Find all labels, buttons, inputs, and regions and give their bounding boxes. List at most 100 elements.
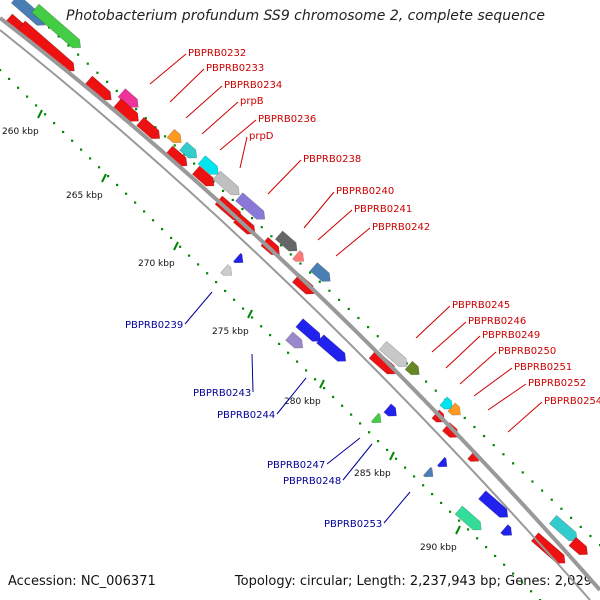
genome-summary-text: Topology: circular; Length: 2,237,943 bp…	[234, 574, 592, 589]
tick-dot	[170, 236, 173, 240]
gene-arrow	[235, 192, 266, 220]
gene-label-plus: PBPRB0241	[354, 204, 412, 215]
leader-line	[431, 321, 467, 353]
gene-feature	[378, 340, 408, 368]
tick-dot	[357, 316, 360, 320]
gene-feature	[422, 466, 434, 478]
tick-dot	[115, 89, 118, 93]
gene-label-plus: PBPRB0232	[188, 48, 246, 59]
gene-label-minus: PBPRB0243	[193, 388, 251, 399]
tick-dot	[98, 166, 101, 169]
position-label: 290 kbp	[420, 543, 457, 553]
gene-label-plus: PBPRB0254	[544, 396, 600, 407]
gene-arrow	[291, 273, 315, 295]
tick-dot	[440, 501, 443, 505]
gene-feature	[316, 334, 347, 362]
tick-dot	[473, 425, 476, 429]
tick-dot	[125, 192, 128, 195]
gene-feature	[478, 490, 509, 518]
gene-arrow	[292, 250, 305, 262]
leader-line	[507, 401, 543, 433]
tick-dot	[107, 175, 110, 178]
tick-dot	[425, 380, 428, 383]
tick-dot	[485, 546, 488, 549]
leader-line	[201, 101, 239, 135]
gene-feature	[31, 3, 81, 49]
tick-dot	[241, 207, 244, 211]
position-label: 285 kbp	[354, 469, 391, 479]
leader-line	[239, 136, 248, 169]
leader-line	[342, 443, 373, 481]
gene-label-plus: PBPRB0234	[224, 80, 282, 91]
tick-dot	[143, 210, 146, 213]
position-tick	[455, 525, 461, 535]
leader-line	[335, 227, 371, 257]
tick-dot	[367, 326, 370, 329]
tick-dot	[260, 325, 263, 328]
tick-dot	[86, 62, 89, 65]
gene-feature	[370, 412, 382, 424]
tick-dot	[579, 525, 582, 529]
tick-dot	[405, 362, 408, 365]
tick-dot	[222, 189, 225, 192]
tick-dot	[134, 201, 137, 204]
position-tick	[389, 451, 395, 461]
gene-feature	[439, 396, 453, 410]
tick-dot	[278, 342, 281, 346]
gene-feature	[113, 98, 139, 122]
tick-dot	[531, 480, 534, 483]
gene-arrow	[179, 141, 198, 159]
gene-feature	[179, 141, 198, 159]
tick-dot	[224, 289, 227, 293]
tick-dot	[197, 263, 200, 266]
gene-label-plus: PBPRB0245	[452, 300, 510, 311]
leader-line	[185, 85, 223, 119]
gene-feature	[117, 88, 139, 108]
position-tick	[247, 309, 253, 319]
tick-dot	[512, 462, 515, 465]
tick-dot	[314, 378, 317, 381]
gene-label-plus: PBPRB0240	[336, 186, 394, 197]
tick-dot	[116, 183, 119, 187]
gene-feature	[136, 116, 161, 140]
position-label: 280 kbp	[284, 397, 321, 407]
gene-feature	[220, 264, 233, 276]
tick-dot	[541, 489, 544, 492]
gene-label-plus: prpB	[240, 96, 264, 107]
gene-label-plus: prpD	[249, 131, 274, 142]
gene-feature	[309, 262, 331, 282]
leader-line	[415, 305, 451, 339]
gene-feature	[295, 318, 321, 342]
gene-arrow	[439, 396, 453, 410]
tick-dot	[215, 281, 218, 284]
gene-label-minus: PBPRB0253	[324, 519, 382, 530]
gene-label-minus: PBPRB0248	[283, 476, 341, 487]
tick-dot	[173, 144, 176, 147]
tick-dot	[251, 217, 254, 220]
gene-label-plus: PBPRB0236	[258, 114, 316, 125]
tick-dot	[550, 498, 553, 501]
gene-arrow	[220, 264, 233, 276]
gene-feature	[197, 155, 219, 175]
tick-dot	[521, 471, 524, 474]
tick-dot	[77, 53, 80, 56]
gene-arrow	[568, 536, 588, 556]
tick-dot	[463, 416, 466, 420]
gene-arrow	[212, 170, 240, 196]
leader-line	[487, 383, 527, 411]
gene-arrow	[370, 412, 382, 424]
tick-dot	[289, 253, 292, 256]
gene-feature	[166, 128, 182, 144]
tick-dot	[502, 453, 505, 456]
tick-dot	[338, 298, 341, 301]
tick-dot	[53, 122, 56, 125]
tick-dot	[483, 435, 486, 438]
gene-label-plus: PBPRB0249	[482, 330, 540, 341]
gene-feature	[212, 170, 240, 196]
gene-arrow	[166, 128, 182, 144]
tick-dot	[17, 86, 20, 89]
gene-feature	[530, 532, 566, 564]
gene-arrow	[117, 88, 139, 108]
gene-arrow	[383, 403, 397, 417]
position-tick	[101, 173, 107, 183]
